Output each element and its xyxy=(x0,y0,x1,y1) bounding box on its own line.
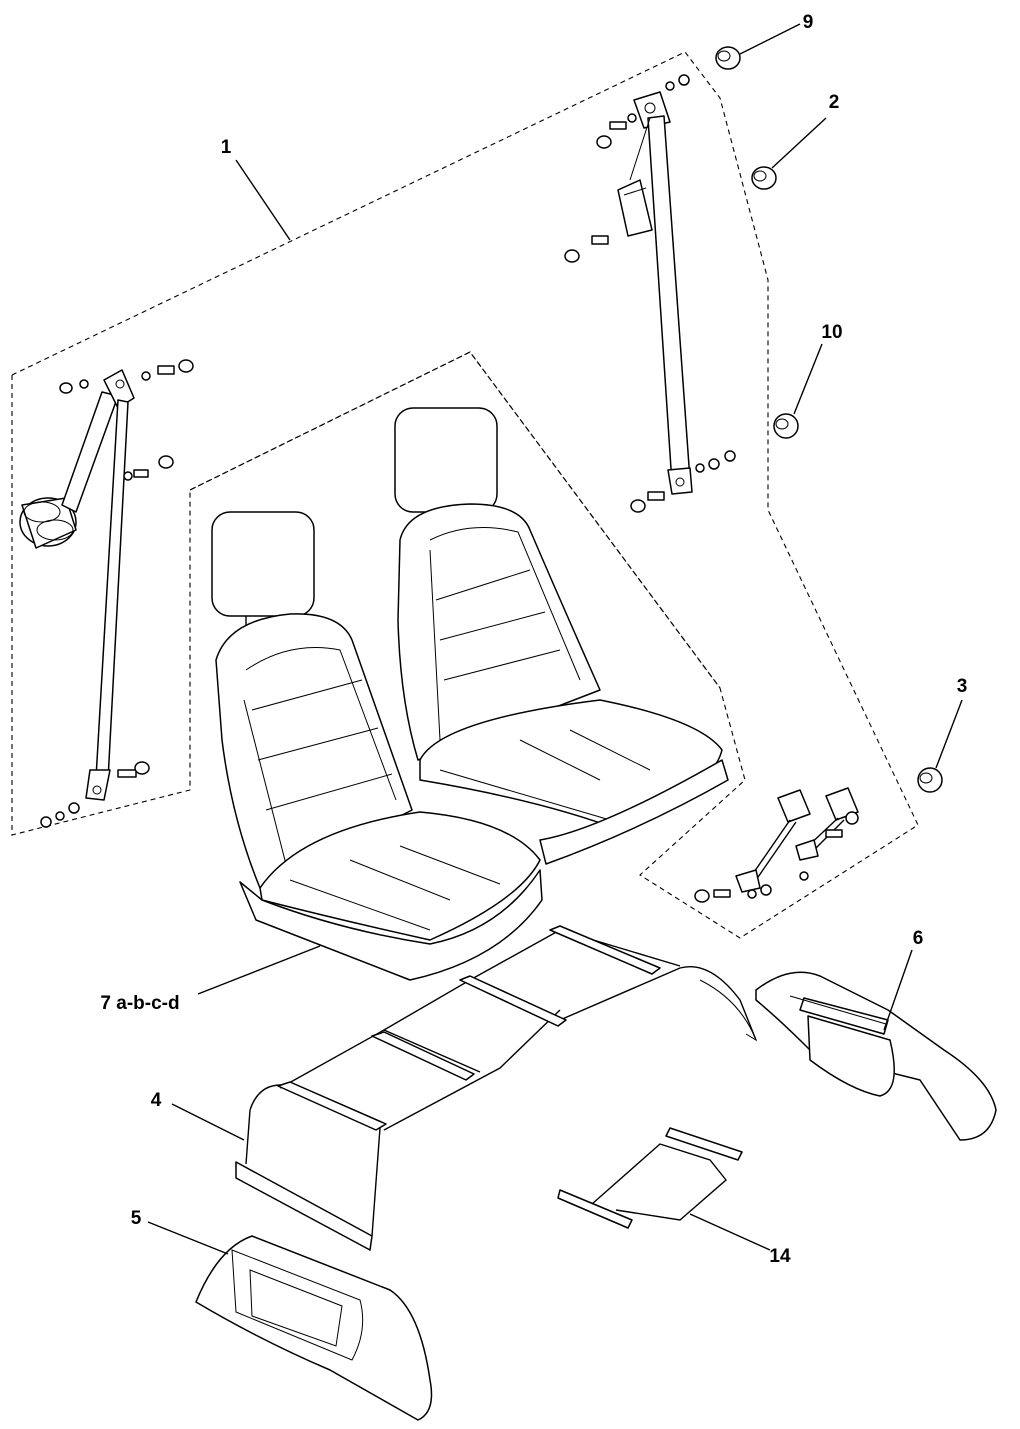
right-seatbelt xyxy=(564,74,736,513)
spacer-part-3 xyxy=(917,767,943,793)
callout-9: 9 xyxy=(803,12,814,33)
left-belt-bottom-fasteners xyxy=(40,761,150,828)
spacer-part-2 xyxy=(751,166,777,190)
callout-labels: 1 2 3 4 5 6 7 a-b-c-d 9 10 14 xyxy=(100,12,967,1267)
callout-1: 1 xyxy=(221,137,232,158)
seat-frame-part-4 xyxy=(235,925,758,1251)
left-seatbelt xyxy=(19,359,194,828)
callout-6: 6 xyxy=(913,928,924,949)
left-belt-top-fasteners xyxy=(59,359,194,481)
seat-trim-part-5 xyxy=(195,1235,433,1421)
seatbelt-group-outline xyxy=(11,51,919,939)
front-seat xyxy=(211,511,543,981)
callout-5: 5 xyxy=(131,1208,142,1229)
frame-bracket-part-14 xyxy=(557,1127,743,1229)
spacer-part-10 xyxy=(773,413,799,439)
rear-seat xyxy=(394,407,729,865)
callout-10: 10 xyxy=(821,322,842,343)
right-belt-fasteners xyxy=(564,74,736,513)
callout-7: 7 a-b-c-d xyxy=(100,993,179,1014)
callout-4: 4 xyxy=(151,1090,162,1111)
callout-3: 3 xyxy=(957,676,968,697)
seat-buckles xyxy=(694,787,859,903)
callout-2: 2 xyxy=(829,92,840,113)
spacer-part-9 xyxy=(715,46,741,70)
seat-trim-part-6 xyxy=(755,971,997,1141)
leader-lines xyxy=(147,23,963,1255)
callout-14: 14 xyxy=(769,1246,791,1267)
